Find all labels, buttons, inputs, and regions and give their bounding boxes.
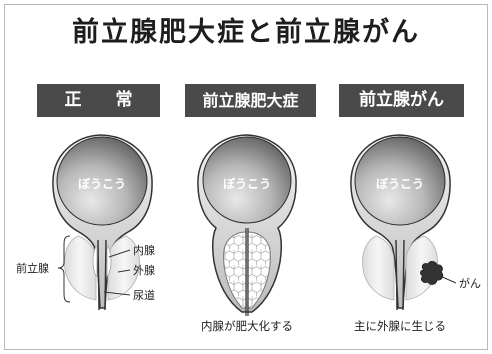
- urethra-cancer: [395, 239, 405, 311]
- inner-gland-normal: [92, 245, 112, 277]
- leader-outer-gland: [117, 269, 131, 273]
- caption-cancer: 主に外腺に生じる: [354, 319, 446, 333]
- panel-header-cancer: 前立腺がん: [339, 84, 464, 117]
- outer-gland-normal-right: [107, 235, 140, 301]
- panel-bph: ぼうこう 内腺が肥大化する: [197, 134, 297, 333]
- urethra-normal: [97, 239, 107, 311]
- label-inner-gland: 内腺: [133, 243, 155, 257]
- leader-urethra: [103, 291, 131, 296]
- urethra-bph: [245, 228, 249, 316]
- bladder-normal: [56, 136, 148, 226]
- panel-normal: ぼうこう 内腺 外腺 尿道 前立腺: [16, 134, 155, 311]
- label-cancer: がん: [459, 276, 481, 290]
- leader-inner-gland: [108, 249, 131, 258]
- leader-cancer: [439, 275, 457, 284]
- panel-header-normal: 正 常: [37, 84, 160, 117]
- bladder-label-normal: ぼうこう: [78, 177, 126, 191]
- prostate-brace: [57, 235, 71, 303]
- page-title: 前立腺肥大症と前立腺がん: [72, 17, 420, 48]
- panel-header-bph: 前立腺肥大症: [185, 84, 316, 117]
- label-urethra: 尿道: [133, 288, 155, 302]
- bladder-bph: [202, 136, 292, 224]
- label-prostate: 前立腺: [16, 261, 49, 275]
- caption-bph: 内腺が肥大化する: [201, 319, 293, 333]
- panel-cancer: がん ぼうこう 主に外腺に生じる: [350, 134, 481, 333]
- bladder-cancer: [354, 136, 446, 226]
- bladder-label-bph: ぼうこう: [223, 177, 271, 191]
- label-outer-gland: 外腺: [133, 263, 155, 277]
- outer-gland-cancer-left: [362, 235, 395, 301]
- outer-gland-normal: [64, 235, 97, 301]
- bladder-label-cancer: ぼうこう: [376, 177, 424, 191]
- tumor-blob: [420, 261, 444, 285]
